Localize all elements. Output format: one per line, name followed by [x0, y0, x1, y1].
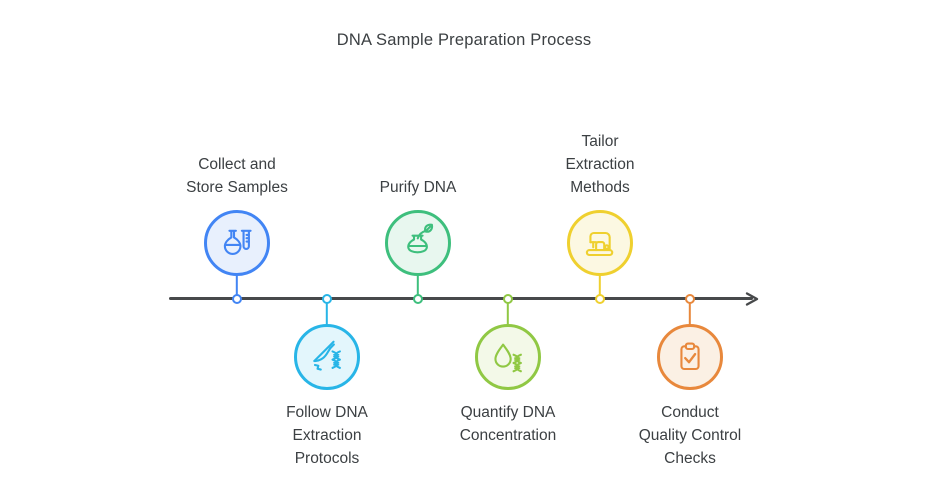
node-circle — [567, 210, 633, 276]
droplet-dna-icon — [494, 343, 522, 373]
node-circle — [475, 324, 541, 390]
diagram-title: DNA Sample Preparation Process — [336, 31, 592, 49]
node-label: Quantify DNA Concentration — [459, 404, 557, 444]
node-label: Collect and Store Samples — [186, 156, 288, 196]
node-dot — [322, 293, 332, 304]
node-dot — [413, 293, 423, 304]
node-circle — [294, 324, 360, 390]
flask-leaf-icon — [407, 223, 434, 254]
node-stem — [688, 299, 692, 325]
node-label: Tailor Extraction Methods — [565, 133, 635, 196]
node-circle — [385, 210, 451, 276]
node-dot — [685, 293, 695, 304]
node-dot — [232, 293, 242, 304]
sewing-machine-icon — [585, 231, 614, 257]
node-stem — [235, 275, 239, 299]
timeline-axis — [169, 297, 753, 300]
node-stem — [506, 299, 510, 325]
scalpel-dna-icon — [313, 340, 341, 371]
arrow-right-icon — [745, 292, 759, 306]
node-label: Follow DNA Extraction Protocols — [286, 404, 368, 467]
node-dot — [595, 293, 605, 304]
clipboard-check-icon — [680, 342, 700, 371]
node-dot — [503, 293, 513, 304]
node-stem — [325, 299, 329, 325]
node-label: Purify DNA — [379, 179, 457, 196]
node-stem — [416, 275, 420, 299]
flask-test-tube-icon — [223, 229, 252, 255]
node-circle — [204, 210, 270, 276]
node-circle — [657, 324, 723, 390]
node-label: Conduct Quality Control Checks — [638, 404, 742, 467]
node-stem — [598, 275, 602, 299]
